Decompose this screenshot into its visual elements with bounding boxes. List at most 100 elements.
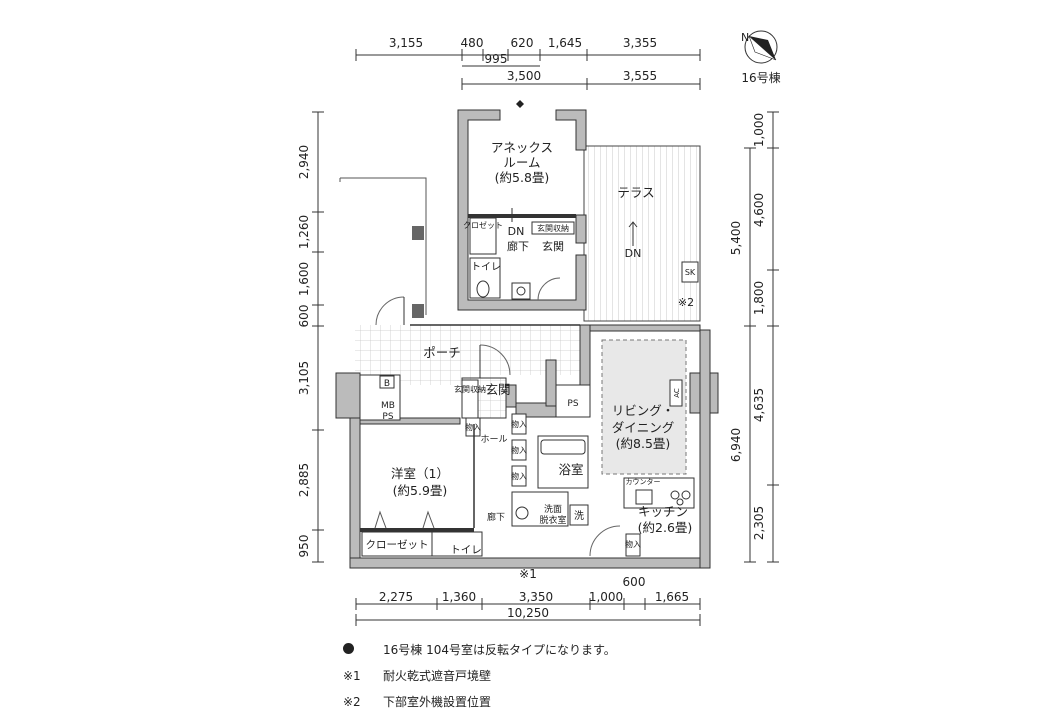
note-mark-2: ※1 xyxy=(343,669,361,683)
top-dim-3: 620 xyxy=(511,36,534,50)
bottom-dim-2: 1,360 xyxy=(442,590,476,604)
bathtub-icon xyxy=(540,439,586,455)
pillar-2 xyxy=(412,304,424,318)
left-dim-5: 3,105 xyxy=(297,361,311,395)
sk-box xyxy=(681,261,699,283)
left-dim-7: 950 xyxy=(297,535,311,558)
annex-closet xyxy=(469,217,497,255)
toilet-main-label: トイレ xyxy=(450,544,482,556)
notes-section: 16号棟 104号室は反転タイプになります。 ※1 耐火乾式遮音戸境壁 ※2 下… xyxy=(343,637,616,715)
bottom-dimensions xyxy=(355,598,701,626)
note-row-2: ※1 耐火乾式遮音戸境壁 xyxy=(343,663,616,689)
ps-box xyxy=(555,384,591,418)
annex-room-label: アネックス xyxy=(491,140,553,155)
bottom-dim-4: 1,000 xyxy=(589,590,623,604)
closet-main-label: クローゼット xyxy=(366,539,429,551)
compass-icon xyxy=(744,30,778,64)
annex-entrance-label: 玄関 xyxy=(542,239,564,253)
washroom-box xyxy=(511,491,569,527)
b-box xyxy=(379,375,395,389)
right-dimensions xyxy=(744,111,779,563)
b-label: B xyxy=(384,379,390,389)
ps-label: PS xyxy=(567,399,578,409)
right-dim-3: 1,800 xyxy=(752,281,766,315)
main-walls xyxy=(335,324,719,569)
note-bullet xyxy=(343,637,383,663)
note1-mark: ※1 xyxy=(519,567,537,581)
top-dim-1: 3,155 xyxy=(389,36,423,50)
note-mark-3: ※2 xyxy=(343,695,361,709)
ps-label-mb: PS xyxy=(382,412,393,422)
site-outline xyxy=(339,177,427,315)
entrance-door-swing xyxy=(479,344,511,376)
left-dimensions xyxy=(312,111,324,563)
window-marker-icon xyxy=(516,100,524,108)
entrance-main-label: 玄関 xyxy=(485,382,510,397)
closet-door-left xyxy=(374,510,387,529)
note-text-2: 耐火乾式遮音戸境壁 xyxy=(383,669,492,683)
bottom-dim-1: 2,275 xyxy=(379,590,413,604)
stove-burner-3 xyxy=(676,498,684,506)
top-dimensions xyxy=(355,49,701,90)
pillar-1 xyxy=(412,226,424,240)
right-dim-4: 4,635 xyxy=(752,388,766,422)
bottom-dim-5: 1,665 xyxy=(655,590,689,604)
kitchen-size: (約2.6畳) xyxy=(638,520,693,535)
left-dim-4: 600 xyxy=(297,305,311,328)
storage-label-5: 物入 xyxy=(625,539,641,549)
storage-boxes xyxy=(465,413,641,557)
left-dim-6: 2,885 xyxy=(297,463,311,497)
annex-toilet-label: トイレ xyxy=(471,262,501,273)
hall-label: ホール xyxy=(480,434,507,445)
kitchen-sink-icon xyxy=(635,489,653,505)
note-text-1: 16号棟 104号室は反転タイプになります。 xyxy=(383,643,616,657)
note-row-3: ※2 下部室外機設置位置 xyxy=(343,689,616,715)
mb-label: MB xyxy=(381,401,395,411)
note2-mark: ※2 xyxy=(678,296,694,309)
dn-terrace: DN xyxy=(625,247,642,260)
counter-label: カウンター xyxy=(626,477,661,486)
annex-entrance-storage xyxy=(531,221,575,235)
note-text-3: 下部室外機設置位置 xyxy=(383,695,492,709)
terrace-area xyxy=(583,145,701,322)
terrace-label: テラス xyxy=(617,185,654,200)
top-dim-3500: 3,500 xyxy=(507,69,541,83)
top-dim-3555: 3,555 xyxy=(623,69,657,83)
right-dim-inner-2: 6,940 xyxy=(729,428,743,462)
washroom-label: 洗面 xyxy=(544,503,562,515)
western-room-label: 洋室（1） xyxy=(391,466,449,481)
annex-room-label2: ルーム xyxy=(503,155,540,170)
left-dim-3: 1,600 xyxy=(297,262,311,296)
top-dim-4: 1,645 xyxy=(548,36,582,50)
kitchen-label: キッチン xyxy=(638,504,688,519)
living-label: リビング・ xyxy=(612,403,675,418)
storage-label-1: 物入 xyxy=(465,422,481,432)
compass-letter: N xyxy=(741,31,749,44)
annex-closet-label: クロゼット xyxy=(463,220,503,230)
left-dim-1: 2,940 xyxy=(297,145,311,179)
right-dim-1: 1,000 xyxy=(752,113,766,147)
gate-swing xyxy=(375,296,405,326)
annex-entrance-storage-label: 玄関収納 xyxy=(537,223,569,233)
dn-annex: DN xyxy=(508,225,525,238)
top-dim-995: 995 xyxy=(485,52,508,66)
basin-icon xyxy=(515,506,529,520)
bottom-dim-3: 3,350 xyxy=(519,590,553,604)
right-dim-inner-1: 5,400 xyxy=(729,221,743,255)
bottom-dim-600: 600 xyxy=(623,575,646,589)
dressing-label: 脱衣室 xyxy=(539,514,566,526)
annex-hallway-label: 廊下 xyxy=(507,239,529,253)
top-dim-5: 3,355 xyxy=(623,36,657,50)
annex-door-swing xyxy=(537,277,561,301)
closet-main-box xyxy=(361,531,433,557)
ac-box xyxy=(669,379,683,407)
toilet-main-box xyxy=(431,531,483,557)
kitchen-door-swing xyxy=(589,525,621,557)
stove-burner-2 xyxy=(681,490,691,500)
sk-label: SK xyxy=(685,268,696,277)
bullet-icon xyxy=(343,643,354,654)
hallway-main-label: 廊下 xyxy=(487,511,505,523)
entrance-storage-label: 玄関収納 xyxy=(454,384,486,394)
annex-walls xyxy=(457,109,587,311)
annex-sink-icon xyxy=(511,282,531,300)
